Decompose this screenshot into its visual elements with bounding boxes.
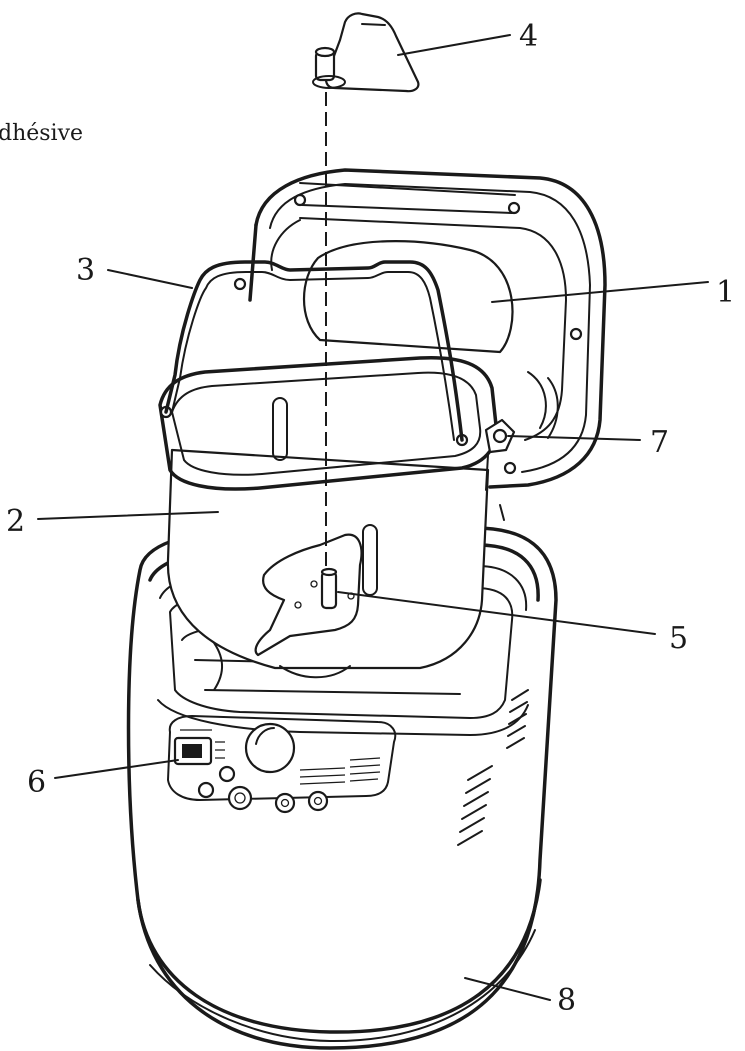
drive-shaft xyxy=(320,570,338,610)
lid xyxy=(233,168,607,489)
lid-screw-icon xyxy=(503,461,517,475)
callout-4: 4 xyxy=(519,19,538,54)
pan-handle xyxy=(164,260,464,442)
leader-2 xyxy=(37,511,219,520)
callout-1: 1 xyxy=(716,275,735,310)
callout-5: 5 xyxy=(669,621,688,656)
lcd-screen xyxy=(182,744,202,758)
plus-button[interactable] xyxy=(307,790,329,812)
color-button[interactable] xyxy=(218,765,236,783)
leader-5 xyxy=(337,591,656,635)
leader-6 xyxy=(54,759,179,779)
lid-screw-icon xyxy=(293,193,307,207)
minus-button[interactable] xyxy=(274,792,296,814)
lid-screw-icon xyxy=(569,327,583,341)
leader-4 xyxy=(397,34,511,56)
side-vent xyxy=(457,689,529,846)
lid-screw-icon xyxy=(507,201,521,215)
selector-knob[interactable] xyxy=(244,722,296,774)
callout-labels: 4 3 1 7 2 5 6 8 xyxy=(6,19,735,1018)
lid-inner-panel xyxy=(302,240,514,354)
menu-button[interactable] xyxy=(227,785,253,811)
callout-7: 7 xyxy=(650,425,669,460)
control-panel xyxy=(167,715,397,814)
leader-7 xyxy=(507,435,641,441)
start-button[interactable] xyxy=(197,781,215,799)
kneading-paddle-loose xyxy=(312,12,420,93)
callout-2: 2 xyxy=(6,504,25,539)
callout-8: 8 xyxy=(557,983,576,1018)
lid-latch xyxy=(484,418,516,521)
callout-3: 3 xyxy=(76,253,95,288)
leader-3 xyxy=(107,269,193,289)
callout-6: 6 xyxy=(27,765,46,800)
adhesive-text-fragment: dhésive xyxy=(0,121,83,146)
callout-leaders xyxy=(37,34,709,1001)
leader-1 xyxy=(491,281,709,303)
kneading-paddle-mounted xyxy=(254,533,363,657)
leader-8 xyxy=(464,977,551,1001)
lid-screw-icon xyxy=(233,277,247,291)
